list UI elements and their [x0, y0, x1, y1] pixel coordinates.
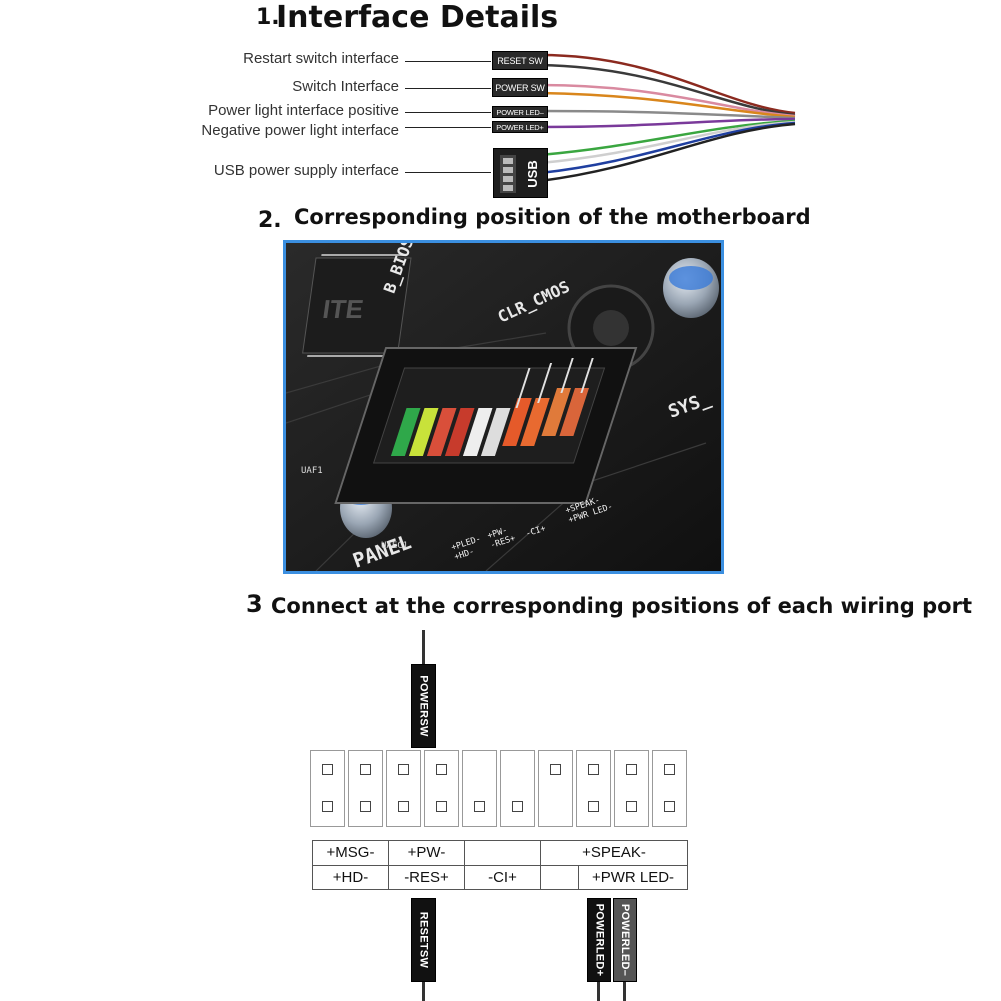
- section1-title: Interface Details: [276, 0, 559, 35]
- legend-res: -RES+: [389, 866, 465, 890]
- label-restart-switch: Restart switch interface: [243, 50, 399, 67]
- connector-powersw: POWERSW: [411, 664, 436, 748]
- connector-powerled-neg: POWERLED–: [613, 898, 637, 982]
- section2-title: Corresponding position of the motherboar…: [294, 205, 811, 229]
- leader-line-led-neg: [405, 112, 491, 113]
- section1-number: 1.: [256, 5, 280, 30]
- cable-powerled-pos: [597, 982, 600, 1001]
- cable-resetsw: [422, 982, 425, 1001]
- label-usb-power: USB power supply interface: [213, 162, 399, 179]
- legend-divider: [313, 865, 687, 866]
- usb-pin-block: [500, 155, 516, 193]
- pin-col-9: [614, 750, 649, 827]
- plug-power-led-neg: POWER LED–: [492, 106, 548, 118]
- connector-resetsw: RESETSW: [411, 898, 436, 982]
- silk-uaf1: UAF1: [301, 466, 323, 476]
- legend-msg: +MSG-: [313, 841, 389, 865]
- plug-power-sw: POWER SW: [492, 78, 548, 97]
- section3-number: 3: [246, 590, 263, 618]
- legend-empty-1: [465, 841, 541, 865]
- leader-line-power: [405, 88, 491, 89]
- silk-uaec1: UAEC1: [381, 541, 408, 551]
- leader-line-usb: [405, 172, 491, 173]
- motherboard-illustration: ITE B_BIOS CLR_CMOS SYS_ PANEL UAF1 UAEC…: [286, 243, 721, 571]
- plug-power-led-pos: POWER LED+: [492, 121, 548, 133]
- svg-text:ITE: ITE: [321, 294, 366, 324]
- label-power-led-positive: Power light interface positive: [208, 102, 399, 119]
- legend-ci: -CI+: [465, 866, 541, 890]
- pin-header: [310, 750, 687, 828]
- wire-bundle: [540, 53, 796, 183]
- pin-col-5: [462, 750, 497, 827]
- leader-line-reset: [405, 61, 491, 62]
- label-power-led-negative: Negative power light interface: [201, 122, 399, 139]
- pin-col-7: [538, 750, 573, 827]
- legend-empty-2: [541, 866, 579, 890]
- pin-col-2: [348, 750, 383, 827]
- section2-number: 2.: [258, 208, 282, 233]
- legend-hd: +HD-: [313, 866, 389, 890]
- legend-pw: +PW-: [389, 841, 465, 865]
- pin-col-3: [386, 750, 421, 827]
- usb-label: USB: [525, 160, 540, 188]
- cable-powersw: [422, 630, 425, 666]
- cable-powerled-neg: [623, 982, 626, 1001]
- label-switch-interface: Switch Interface: [292, 78, 399, 95]
- pin-col-6: [500, 750, 535, 827]
- section3-title: Connect at the corresponding positions o…: [271, 594, 972, 618]
- pin-col-4: [424, 750, 459, 827]
- connector-powerled-pos: POWERLED+: [587, 898, 611, 982]
- pin-col-1: [310, 750, 345, 827]
- legend-speak: +SPEAK-: [582, 844, 646, 861]
- leader-line-led-pos: [405, 127, 491, 128]
- plug-reset-sw: RESET SW: [492, 51, 548, 70]
- pin-legend-table: +MSG- +PW- +SPEAK- +HD- -RES+ -CI+ +PWR …: [312, 840, 688, 890]
- plug-usb: USB: [493, 148, 548, 198]
- pin-col-8: [576, 750, 611, 827]
- pin-col-10: [652, 750, 687, 827]
- motherboard-photo: ITE B_BIOS CLR_CMOS SYS_ PANEL UAF1 UAEC…: [283, 240, 724, 574]
- legend-pwr-led: +PWR LED-: [591, 869, 675, 886]
